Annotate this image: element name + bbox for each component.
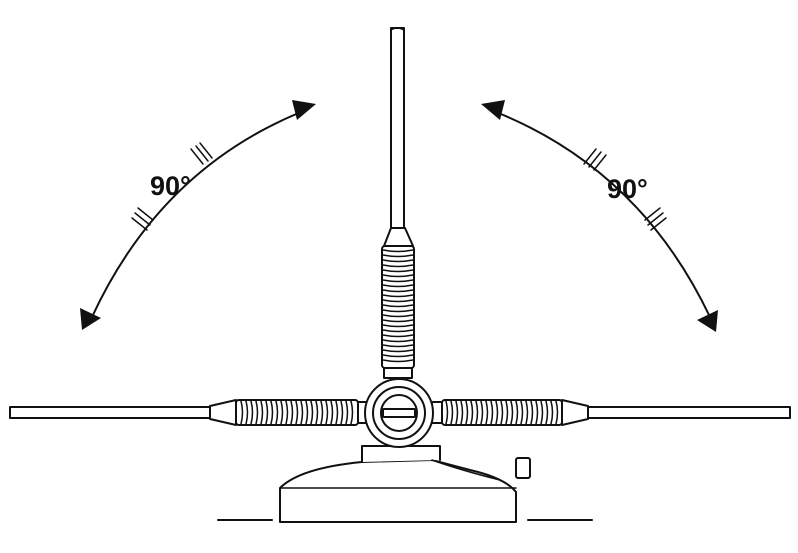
coil-winding (525, 400, 529, 425)
coil-winding (510, 400, 514, 425)
coil-winding (315, 400, 319, 425)
coil-winding (382, 329, 414, 333)
coil-winding (245, 400, 249, 425)
coil-winding (500, 400, 504, 425)
vertical-antenna-element (381, 27, 415, 379)
coil-winding (305, 400, 309, 425)
coil-winding (300, 400, 304, 425)
coil-winding (382, 264, 414, 268)
coil-winding (265, 400, 269, 425)
coil-winding (382, 254, 414, 258)
coil-winding (350, 400, 354, 425)
coil-winding (475, 400, 479, 425)
coil-winding (520, 400, 524, 425)
coil-winding (382, 344, 414, 348)
coil-winding (382, 284, 414, 288)
coil-winding (255, 400, 259, 425)
coil-winding (490, 400, 494, 425)
coil-winding (310, 400, 314, 425)
coil-winding (382, 289, 414, 293)
coil-winding (382, 294, 414, 298)
left-angle-indicator: 90° (80, 100, 316, 330)
coil-winding (555, 400, 559, 425)
hinge-screw-icon (364, 378, 434, 448)
arrowhead-icon (481, 100, 505, 120)
coil-winding (382, 324, 414, 328)
coil-winding (545, 400, 549, 425)
coil-winding (382, 354, 414, 358)
coil-winding (382, 359, 414, 363)
coil-winding (382, 319, 414, 323)
coil-winding (280, 400, 284, 425)
coil-winding (240, 400, 244, 425)
coil-winding (330, 400, 334, 425)
coil-winding (260, 400, 264, 425)
right-angle-label: 90° (607, 174, 648, 204)
arrowhead-icon (80, 308, 101, 330)
coil-winding (320, 400, 324, 425)
coil-winding (340, 400, 344, 425)
coil-winding (465, 400, 469, 425)
coil-winding (515, 400, 519, 425)
right-antenna-element (431, 399, 791, 426)
coil-winding (382, 299, 414, 303)
coil-winding (382, 269, 414, 273)
arrowhead-icon (697, 310, 718, 332)
coil-winding (445, 400, 449, 425)
coil-winding (540, 400, 544, 425)
left-antenna-element (9, 399, 369, 426)
coil-winding (335, 400, 339, 425)
coil-winding (485, 400, 489, 425)
coil-winding (455, 400, 459, 425)
coil-winding (382, 334, 414, 338)
left-angle-label: 90° (150, 171, 191, 201)
coil-winding (382, 249, 414, 253)
coil-winding (382, 274, 414, 278)
coil-winding (250, 400, 254, 425)
coil-winding (470, 400, 474, 425)
coil-winding (480, 400, 484, 425)
coil-winding (495, 400, 499, 425)
tick-marks (131, 142, 213, 231)
coil-winding (382, 304, 414, 308)
right-angle-indicator: 90° (481, 100, 718, 332)
coil-winding (550, 400, 554, 425)
coil-winding (382, 279, 414, 283)
coil-winding (382, 259, 414, 263)
coil-winding (530, 400, 534, 425)
coil-winding (450, 400, 454, 425)
coil-winding (382, 309, 414, 313)
arrowhead-icon (292, 100, 316, 120)
coil-winding (382, 339, 414, 343)
magnetic-base (279, 445, 531, 523)
coil-winding (382, 349, 414, 353)
coil-winding (295, 400, 299, 425)
coil-winding (270, 400, 274, 425)
coil-winding (535, 400, 539, 425)
coil-winding (285, 400, 289, 425)
coil-winding (460, 400, 464, 425)
coil-winding (345, 400, 349, 425)
coil-winding (275, 400, 279, 425)
coil-winding (382, 314, 414, 318)
coil-winding (325, 400, 329, 425)
coil-winding (290, 400, 294, 425)
tick-marks (583, 148, 667, 231)
coil-winding (505, 400, 509, 425)
